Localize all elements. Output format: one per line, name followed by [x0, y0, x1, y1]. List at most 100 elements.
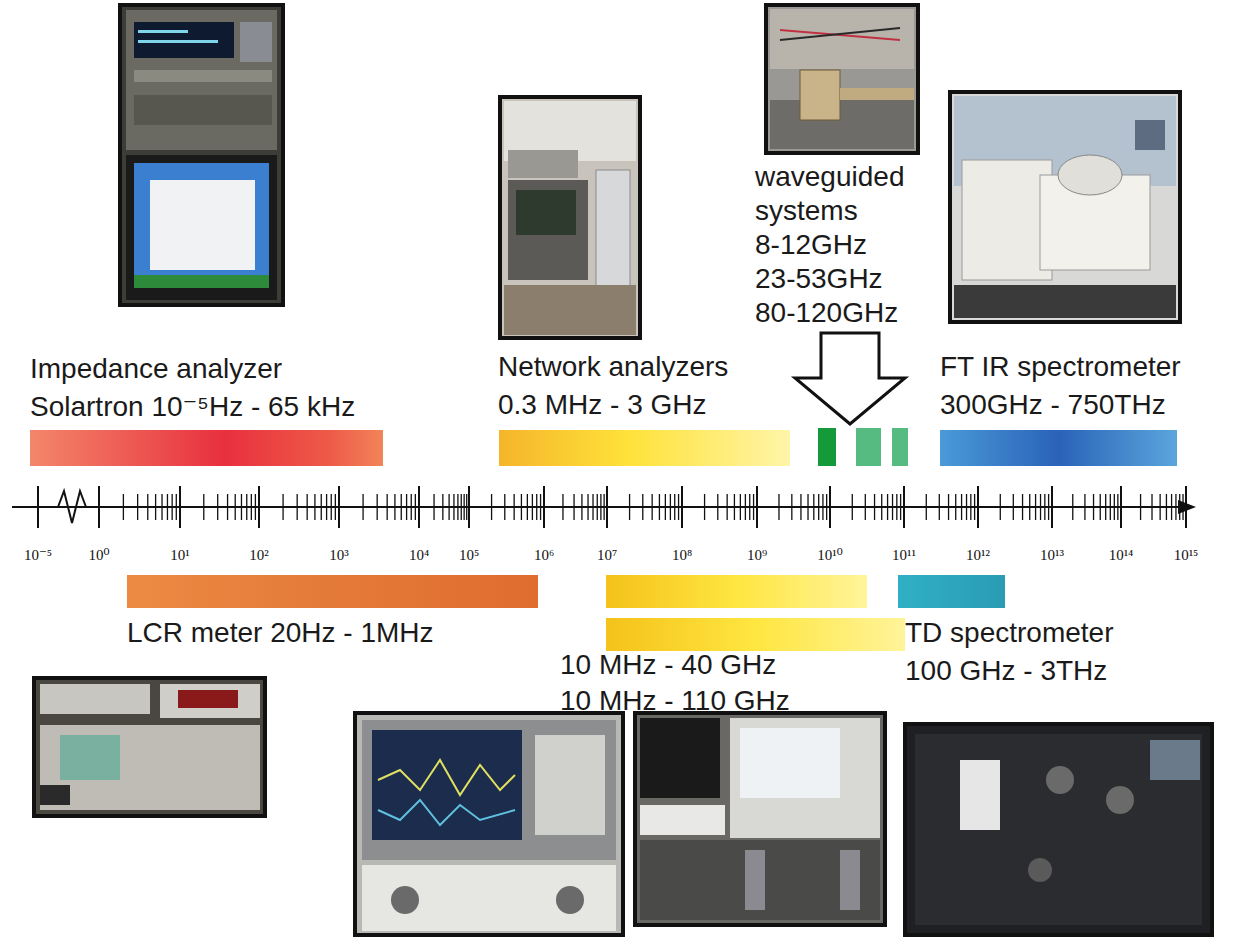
spectrometer-photo [905, 724, 1212, 935]
axis-tick [176, 494, 177, 520]
instrument-photo [500, 97, 640, 338]
axis-tick [314, 494, 315, 520]
axis-tick [1105, 494, 1106, 520]
axis-tick [865, 494, 866, 520]
axis-tick [778, 494, 779, 520]
axis-tick [903, 486, 905, 528]
band-label: 80-120GHz [755, 296, 898, 330]
axis-tick [1117, 494, 1118, 520]
axis-tick [1084, 494, 1085, 520]
axis-tick [415, 494, 416, 520]
axis-tick [464, 494, 465, 520]
frequency-band: LCR meter 20Hz - 1MHz [127, 575, 538, 608]
axis-tick [418, 486, 420, 528]
axis-tick [977, 486, 979, 528]
frequency-band: Impedance analyzerSolartron 10⁻⁵Hz - 65 … [30, 430, 383, 466]
axis-tick [241, 494, 242, 520]
axis-tick [203, 494, 204, 520]
axis-tick [307, 494, 308, 520]
axis-tick [813, 494, 814, 520]
waveguide-band [856, 428, 881, 466]
band-label: waveguided systems [755, 160, 955, 228]
axis-tick [155, 494, 156, 520]
band-bar [127, 575, 538, 608]
axis-tick [642, 494, 643, 520]
axis-tick [1072, 494, 1073, 520]
axis-label: 10⁻⁵ [24, 546, 52, 564]
axis-tick [887, 494, 888, 520]
axis-tick [1022, 494, 1023, 520]
axis-label: 10¹¹ [892, 546, 916, 564]
axis-tick [874, 494, 875, 520]
axis-label: 10¹ [170, 546, 190, 564]
axis-tick [137, 494, 138, 520]
axis-tick [573, 494, 574, 520]
axis-label: 10² [249, 546, 269, 564]
frequency-axis [12, 486, 1196, 528]
band-bar [606, 575, 867, 608]
axis-tick [461, 494, 462, 520]
band-label: 23-53GHz [755, 262, 883, 296]
axis-tick [1029, 494, 1030, 520]
frequency-band: Network analyzers0.3 MHz - 3 GHz [499, 430, 790, 466]
axis-tick [527, 494, 528, 520]
axis-tick [1013, 494, 1014, 520]
axis-tick [521, 494, 522, 520]
axis-tick [297, 494, 298, 520]
axis-tick [251, 494, 252, 520]
axis-tick [826, 494, 827, 520]
axis-tick [756, 486, 758, 528]
axis-tick [401, 494, 402, 520]
axis-tick [246, 494, 247, 520]
axis-tick [1093, 494, 1094, 520]
axis-tick [1048, 494, 1049, 520]
axis-tick [970, 494, 971, 520]
axis-tick [674, 494, 675, 520]
waveguide-band [818, 428, 836, 466]
axis-tick [727, 494, 728, 520]
axis-tick [338, 486, 340, 528]
axis-tick [235, 494, 236, 520]
axis-tick [926, 494, 927, 520]
band-label: Solartron 10⁻⁵Hz - 65 kHz [30, 390, 355, 424]
axis-label: 10⁶ [534, 546, 554, 564]
band-bar [30, 430, 383, 466]
axis-tick [406, 494, 407, 520]
band-label: 10 MHz - 40 GHz [560, 648, 776, 682]
axis-label: 10⁸ [672, 546, 692, 564]
axis-tick [321, 494, 322, 520]
axis-tick [1100, 494, 1101, 520]
axis-tick [659, 494, 660, 520]
axis-tick [532, 494, 533, 520]
axis-tick [255, 494, 256, 520]
axis-tick [377, 494, 378, 520]
axis-tick [881, 494, 882, 520]
axis-tick [504, 494, 505, 520]
band-bar [898, 575, 1005, 608]
axis-tick [331, 494, 332, 520]
axis-tick [600, 494, 601, 520]
axis-tick [258, 486, 260, 528]
axis-tick [852, 494, 853, 520]
axis-tick [606, 486, 608, 528]
axis-tick [1000, 494, 1001, 520]
axis-tick [678, 494, 679, 520]
spectrometer-photo [950, 92, 1180, 322]
axis-tick [217, 494, 218, 520]
axis-tick [939, 494, 940, 520]
axis-label: 10³ [329, 546, 349, 564]
axis-tick [453, 494, 454, 520]
band-label: 0.3 MHz - 3 GHz [498, 388, 706, 422]
axis-tick [161, 494, 162, 520]
axis-tick [1110, 494, 1111, 520]
frequency-band: 10 MHz - 110 GHz [606, 618, 905, 651]
axis-tick [562, 494, 563, 520]
axis-tick [387, 494, 388, 520]
band-label: 100 GHz - 3THz [905, 654, 1107, 688]
axis-tick [448, 494, 449, 520]
waveguide-photo [766, 5, 918, 153]
band-label: 300GHz - 750THz [940, 388, 1166, 422]
instrument-photo [355, 713, 623, 935]
band-label: LCR meter 20Hz - 1MHz [127, 616, 434, 650]
